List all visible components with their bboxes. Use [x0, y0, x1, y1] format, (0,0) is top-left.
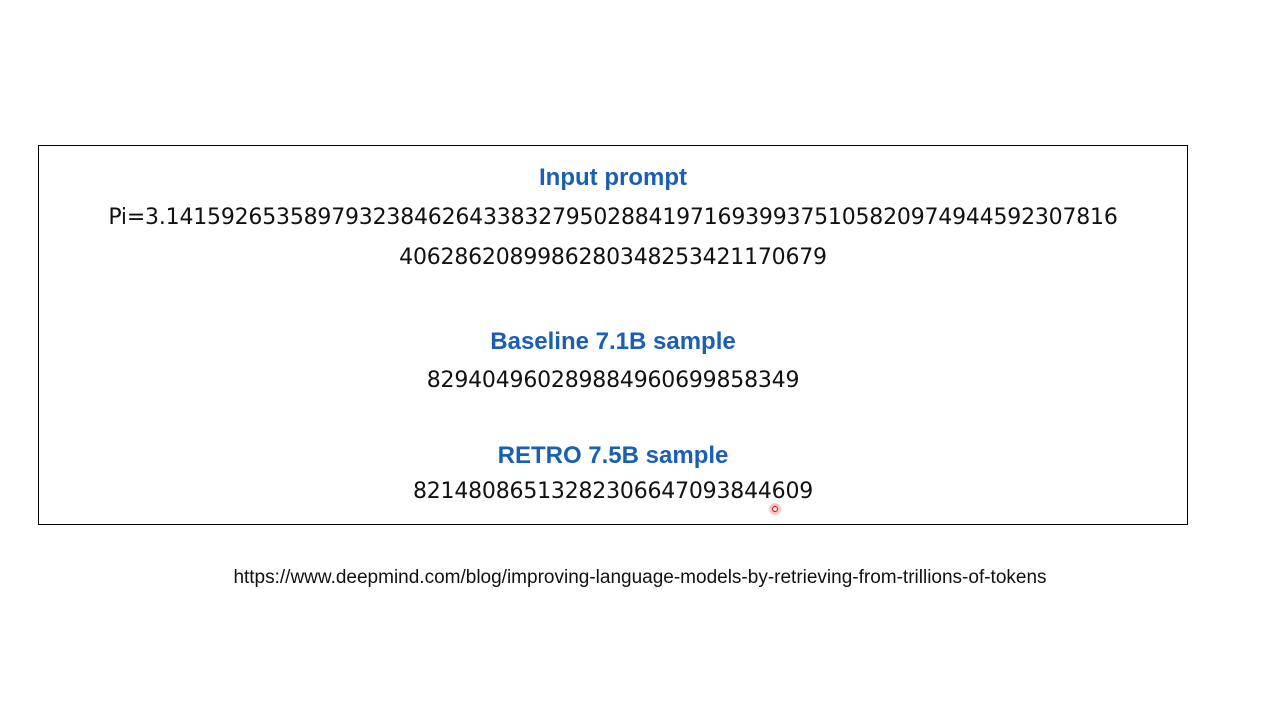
- input-prompt-line-2: 4062862089986280348253421170679: [399, 245, 827, 270]
- retro-sample-digits: 821480865132823066470938446​09: [412, 479, 814, 504]
- input-prompt-line-1: Pi=3.14159265358979323846264338327950288…: [108, 205, 1118, 230]
- mouse-pointer-icon: [769, 503, 781, 515]
- retro-sample-heading: RETRO 7.5B sample: [497, 442, 729, 469]
- input-prompt-heading: Input prompt: [539, 164, 687, 191]
- slide-content-box: Input prompt Pi=3.1415926535897932384626…: [38, 145, 1188, 525]
- baseline-sample-digits: 82940496028988496069985834​9: [426, 368, 800, 393]
- baseline-sample-heading: Baseline 7.1B sample: [490, 328, 736, 355]
- source-url: https://www.deepmind.com/blog/improving-…: [233, 567, 1047, 588]
